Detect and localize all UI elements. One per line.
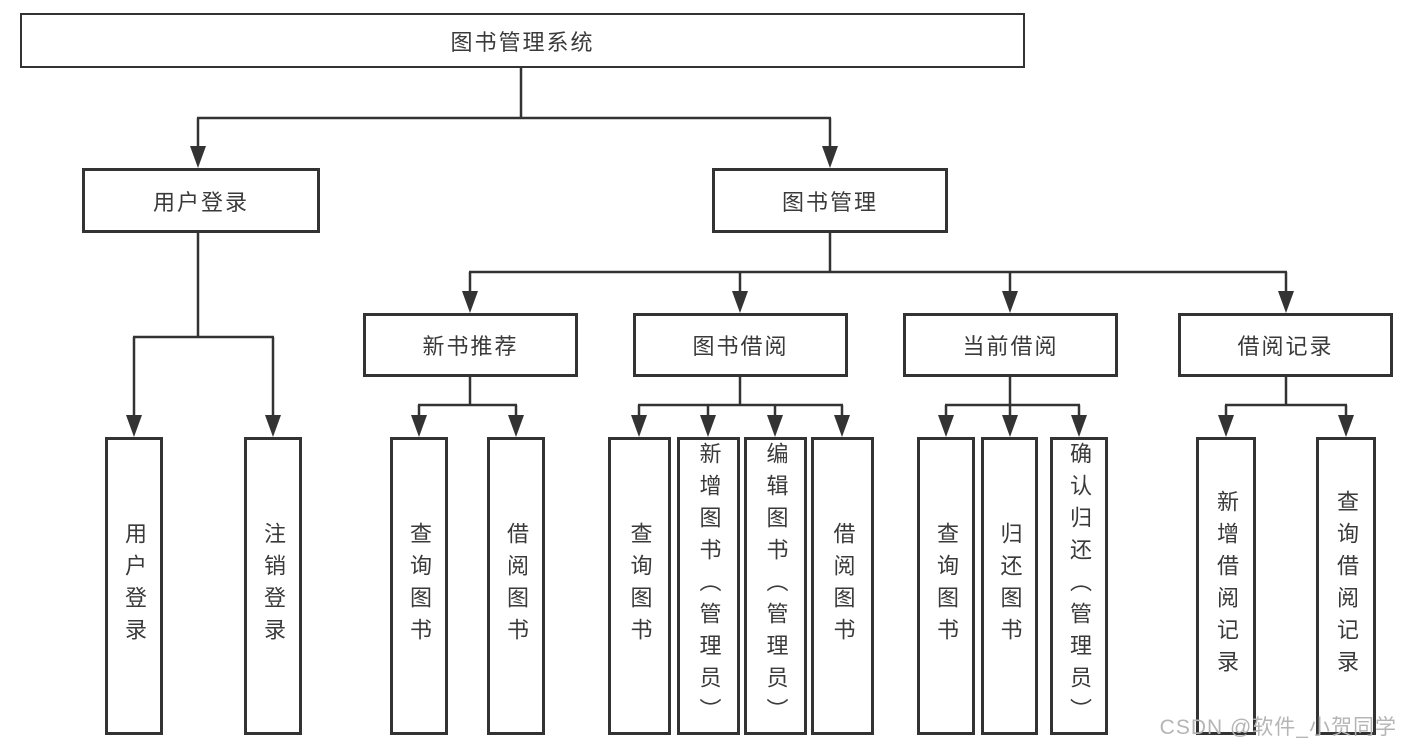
node-borrow-records: 借阅记录 xyxy=(1178,313,1393,377)
leaf-query-books-borrow: 查询图书 xyxy=(608,437,671,735)
node-new-book-recommend: 新书推荐 xyxy=(363,313,578,377)
node-current-borrow: 当前借阅 xyxy=(903,313,1118,377)
leaf-logout: 注销登录 xyxy=(244,437,302,735)
leaf-edit-book-admin: 编辑图书（管理员） xyxy=(744,437,807,735)
leaf-add-borrow-record: 新增借阅记录 xyxy=(1196,437,1256,735)
leaf-query-books-recommend: 查询图书 xyxy=(390,437,448,735)
leaf-add-book-admin: 新增图书（管理员） xyxy=(677,437,740,735)
node-root: 图书管理系统 xyxy=(20,13,1025,68)
leaf-query-books-current: 查询图书 xyxy=(917,437,975,735)
node-book-mgmt-branch: 图书管理 xyxy=(712,168,948,233)
node-book-borrow: 图书借阅 xyxy=(633,313,848,377)
leaf-query-borrow-record: 查询借阅记录 xyxy=(1316,437,1376,735)
leaf-borrow-books: 借阅图书 xyxy=(811,437,874,735)
leaf-return-book: 归还图书 xyxy=(981,437,1038,735)
leaf-confirm-return-admin: 确认归还（管理员） xyxy=(1050,437,1108,735)
watermark: CSDN @软件_小贺同学 xyxy=(1159,716,1397,739)
leaf-borrow-books-recommend: 借阅图书 xyxy=(487,437,545,735)
leaf-user-login: 用户登录 xyxy=(105,437,163,735)
node-user-login-branch: 用户登录 xyxy=(82,168,320,233)
